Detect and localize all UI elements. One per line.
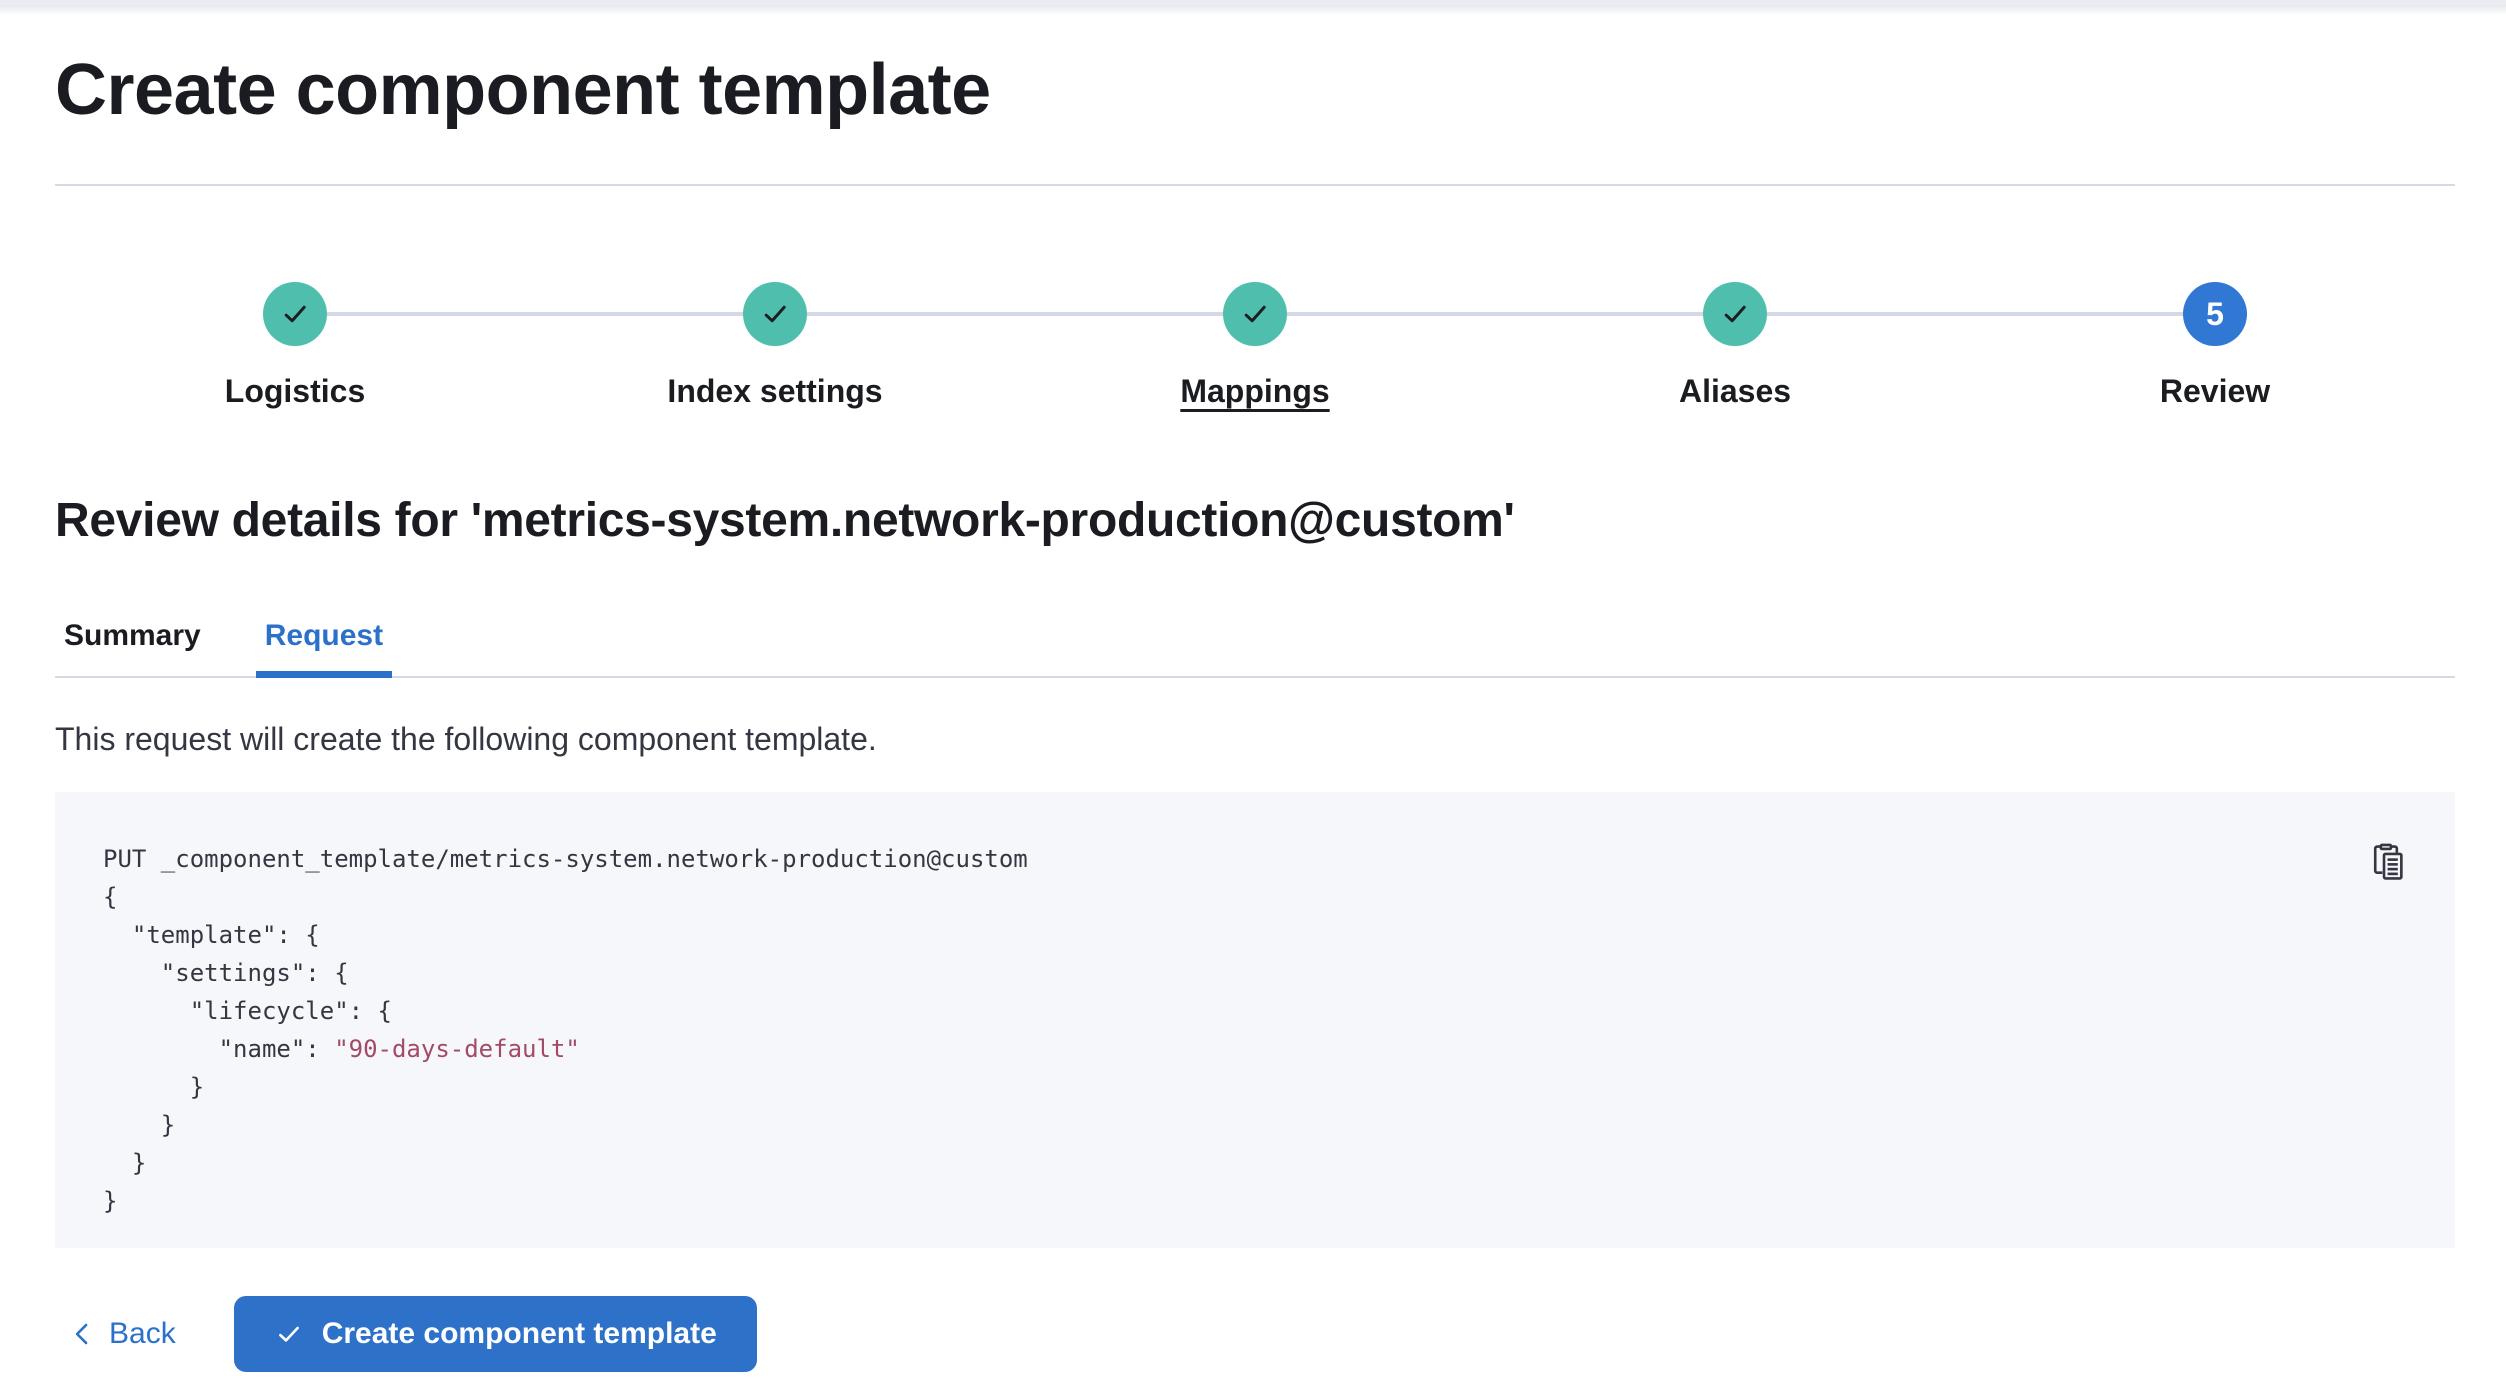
active-tab-indicator [255, 671, 393, 678]
code-line: } [103, 1149, 147, 1177]
wizard-footer: Back Create component template [55, 1296, 2455, 1372]
step-index-settings[interactable]: Index settings [535, 282, 1015, 410]
step-complete-circle [263, 282, 327, 346]
check-icon [759, 298, 791, 330]
step-label: Mappings [1180, 373, 1330, 409]
step-aliases[interactable]: Aliases [1495, 282, 1975, 410]
request-description: This request will create the following c… [55, 721, 877, 757]
back-label: Back [109, 1317, 176, 1350]
step-complete-circle [1703, 282, 1767, 346]
create-component-template-button[interactable]: Create component template [233, 1296, 757, 1372]
code-line: } [103, 1187, 118, 1215]
submit-label: Create component template [321, 1317, 717, 1350]
step-logistics[interactable]: Logistics [55, 282, 535, 410]
check-icon [274, 1319, 304, 1349]
step-label: Aliases [1678, 373, 1792, 409]
copy-clipboard-icon [2370, 843, 2408, 881]
top-shadow [0, 5, 2506, 15]
step-review[interactable]: 5 Review [1975, 282, 2455, 410]
top-border [0, 0, 2506, 5]
code-line: "template": { [103, 921, 320, 949]
chevron-left-icon [69, 1321, 95, 1347]
title-divider [55, 184, 2455, 186]
tab-request[interactable]: Request [255, 618, 393, 678]
step-number: 5 [2206, 295, 2224, 332]
step-label: Index settings [667, 373, 883, 409]
wizard-stepper: Logistics Index settings Mappings [55, 282, 2455, 410]
step-label: Logistics [224, 373, 366, 409]
code-key: "name": [103, 1035, 335, 1063]
code-line: { [103, 883, 118, 911]
check-icon [279, 298, 311, 330]
review-heading: Review details for 'metrics-system.netwo… [55, 494, 1515, 547]
step-label: Review [2159, 373, 2271, 409]
stepper-steps: Logistics Index settings Mappings [55, 282, 2455, 410]
code-line: PUT _component_template/metrics-system.n… [103, 845, 1028, 873]
copy-button[interactable] [2369, 842, 2409, 882]
back-button[interactable]: Back [55, 1307, 190, 1361]
code-string-value: "90-days-default" [334, 1035, 580, 1063]
code-line: "name": "90-days-default" [103, 1030, 2359, 1068]
code-line: } [103, 1073, 205, 1101]
check-icon [1239, 298, 1271, 330]
tab-summary[interactable]: Summary [55, 618, 210, 676]
review-tabs: Summary Request [55, 618, 2455, 678]
request-code-block: PUT _component_template/metrics-system.n… [55, 792, 2455, 1248]
code-line: "lifecycle": { [103, 997, 392, 1025]
step-complete-circle [1223, 282, 1287, 346]
create-component-template-page: Create component template Logistics [0, 51, 2506, 1372]
step-mappings[interactable]: Mappings [1015, 282, 1495, 410]
code-line: "settings": { [103, 959, 349, 987]
check-icon [1719, 298, 1751, 330]
tab-request-label: Request [264, 619, 384, 652]
step-current-circle: 5 [2183, 282, 2247, 346]
code-line: } [103, 1111, 176, 1139]
step-complete-circle [743, 282, 807, 346]
page-title: Create component template [55, 50, 991, 130]
